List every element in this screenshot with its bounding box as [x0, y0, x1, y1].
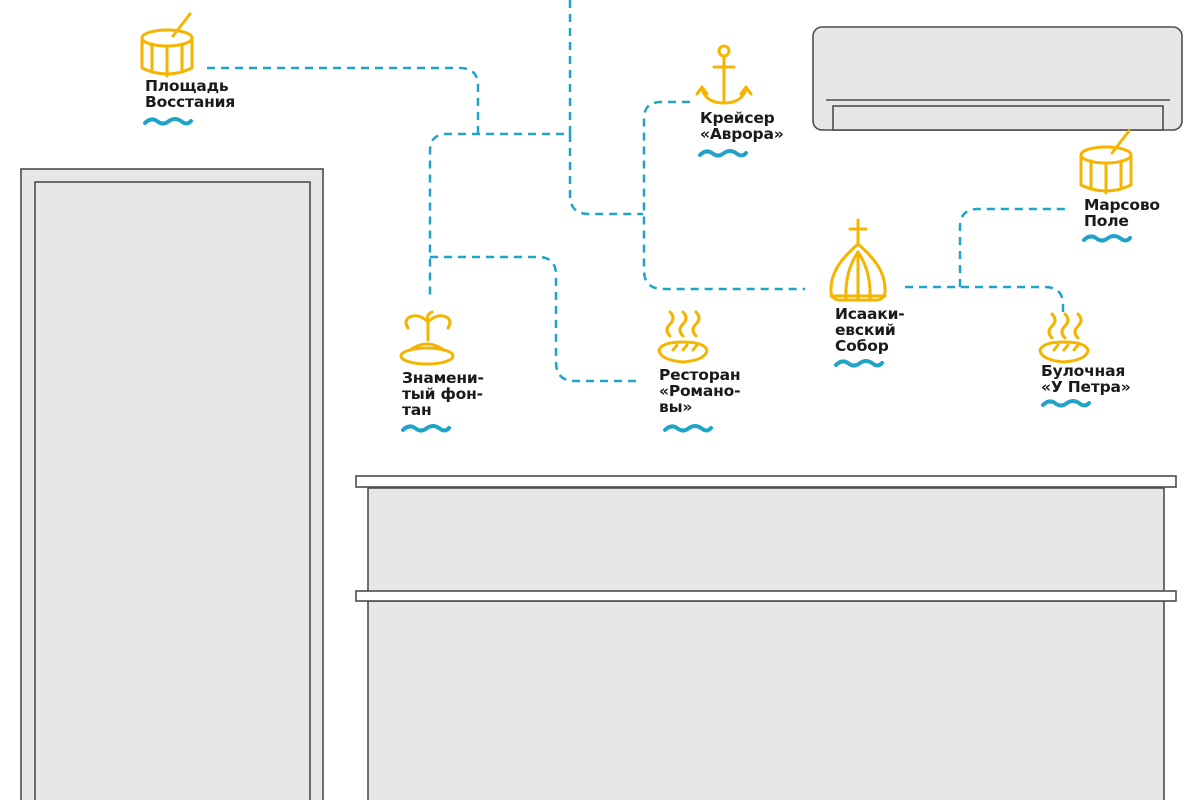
label-line: Исааки-	[835, 305, 905, 323]
dome-icon	[829, 218, 887, 302]
wave-icon	[1041, 399, 1091, 408]
label-line: Ресторан	[659, 366, 741, 384]
label-kreiser-avrora: Крейсер «Аврора»	[700, 110, 784, 142]
label-line: Площадь	[145, 77, 229, 95]
door	[20, 168, 324, 800]
label-line: «У Петра»	[1041, 378, 1131, 396]
label-line: Крейсер	[700, 109, 775, 127]
label-line: «Аврора»	[700, 125, 784, 143]
label-line: «Романо-	[659, 382, 741, 400]
bread-icon	[657, 310, 709, 364]
label-line: Восстания	[145, 93, 236, 111]
label-line: евский	[835, 321, 896, 339]
label-line: Знамени-	[402, 369, 484, 387]
wave-icon	[698, 149, 748, 158]
label-line: вы»	[659, 398, 693, 416]
drum-icon	[140, 12, 194, 78]
label-line: Марсово	[1084, 196, 1160, 214]
label-line: тый фон-	[402, 385, 483, 403]
label-ploshchad-vosstaniya: Площадь Восстания	[145, 78, 235, 110]
wave-icon	[1082, 234, 1132, 243]
air-conditioner	[812, 26, 1183, 131]
label-restoran-romanovy: Ресторан «Романо- вы»	[659, 366, 741, 416]
label-line: Булочная	[1041, 362, 1126, 380]
wave-icon	[143, 117, 193, 126]
wave-icon	[663, 424, 713, 433]
route-lines	[207, 0, 1070, 383]
wave-icon	[834, 359, 884, 368]
label-isaakievsky-sobor: Исааки- евский Собор	[835, 306, 905, 354]
label-znamenity-fontan: Знамени- тый фон- тан	[402, 370, 484, 418]
label-marsovo-pole: Марсово Поле	[1084, 197, 1160, 229]
cabinet	[355, 475, 1177, 800]
wave-icon	[401, 424, 451, 433]
wave-icons	[143, 117, 1132, 433]
label-line: Собор	[835, 337, 889, 355]
label-line: Поле	[1084, 212, 1129, 230]
drum-icon	[1079, 129, 1133, 195]
label-bulochnaya-u-petra: Булочная «У Петра»	[1041, 363, 1131, 395]
fountain-icon	[399, 310, 455, 366]
bread-icon	[1038, 312, 1090, 364]
anchor-icon	[695, 44, 753, 105]
label-line: тан	[402, 401, 432, 419]
